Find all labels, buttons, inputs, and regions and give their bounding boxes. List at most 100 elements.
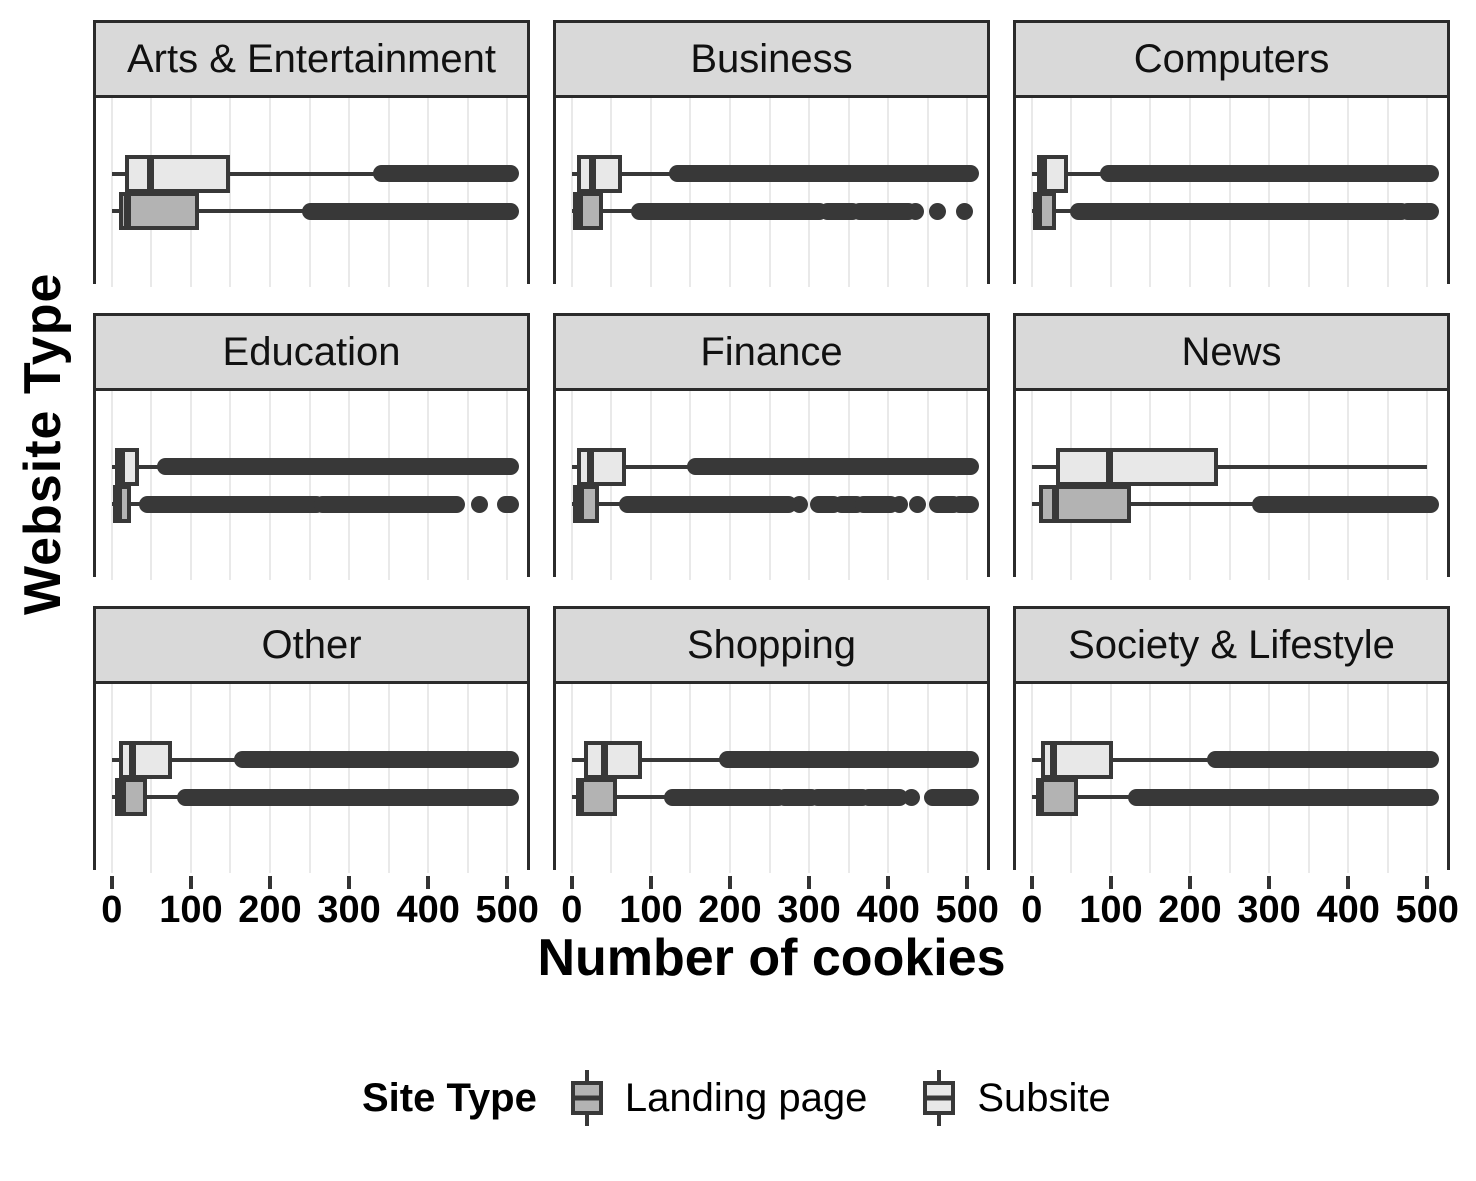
gridline bbox=[1228, 391, 1231, 580]
axis-tick bbox=[505, 876, 510, 889]
median-line bbox=[1037, 778, 1044, 817]
whisker-line bbox=[1031, 795, 1036, 800]
gridline bbox=[1347, 684, 1350, 873]
facet-other: Other bbox=[93, 606, 530, 873]
gridline bbox=[1149, 98, 1152, 287]
gridline bbox=[110, 98, 113, 287]
gridline bbox=[1030, 684, 1033, 873]
whisker-line bbox=[1113, 757, 1216, 762]
gridline bbox=[926, 98, 929, 287]
gridline bbox=[229, 684, 232, 873]
gridline bbox=[966, 98, 969, 287]
gridline bbox=[887, 684, 890, 873]
axis-tick-label: 100 bbox=[159, 889, 223, 931]
facet-panel bbox=[556, 391, 987, 580]
gridline bbox=[1268, 98, 1271, 287]
outlier-run bbox=[1099, 165, 1440, 183]
axis-tick bbox=[1267, 876, 1272, 889]
median-line bbox=[114, 485, 122, 524]
outlier-point bbox=[907, 202, 925, 220]
outlier-run bbox=[372, 165, 520, 183]
outlier-point bbox=[928, 202, 946, 220]
whisker-line bbox=[571, 209, 574, 214]
whisker-line bbox=[147, 795, 186, 800]
outlier-point bbox=[791, 495, 809, 513]
whisker-line bbox=[602, 209, 636, 214]
axis-tick bbox=[109, 876, 114, 889]
axis-tick bbox=[648, 876, 653, 889]
gridline bbox=[308, 98, 311, 287]
whisker-line bbox=[230, 171, 381, 176]
gridline bbox=[150, 391, 153, 580]
gridline bbox=[847, 684, 850, 873]
outlier-point bbox=[955, 202, 973, 220]
median-line bbox=[128, 740, 136, 779]
box-subsite bbox=[125, 154, 231, 193]
whisker-line bbox=[1218, 464, 1428, 469]
median-line bbox=[577, 778, 584, 817]
facet-panel bbox=[96, 684, 527, 873]
facet-panel bbox=[1016, 98, 1447, 287]
gridline bbox=[1188, 684, 1191, 873]
gridline bbox=[768, 391, 771, 580]
axis-tick bbox=[886, 876, 891, 889]
gridline bbox=[926, 391, 929, 580]
gridline bbox=[1149, 684, 1152, 873]
axis-tick-label: 0 bbox=[1021, 889, 1043, 931]
box-landing-page bbox=[118, 192, 199, 231]
axis-tick bbox=[807, 876, 812, 889]
median-line bbox=[1049, 740, 1057, 779]
facet-shopping: Shopping bbox=[553, 606, 990, 873]
whisker-line bbox=[616, 795, 673, 800]
gridline bbox=[229, 98, 232, 287]
facet-panel bbox=[96, 391, 527, 580]
gridline bbox=[466, 684, 469, 873]
facet-strip: Finance bbox=[556, 316, 987, 391]
whisker-line bbox=[625, 464, 696, 469]
axis-tick bbox=[267, 876, 272, 889]
axis-tick-label: 100 bbox=[1079, 889, 1143, 931]
boxplot-key-icon bbox=[570, 1070, 603, 1126]
whisker-line bbox=[111, 209, 119, 214]
facet-strip: Computers bbox=[1016, 23, 1447, 98]
gridline bbox=[427, 98, 430, 287]
whisker-line bbox=[571, 502, 574, 507]
whisker-line bbox=[1031, 171, 1037, 176]
axis-tick bbox=[188, 876, 193, 889]
outlier-run bbox=[859, 788, 908, 806]
gridline bbox=[1030, 98, 1033, 287]
facet-panel bbox=[1016, 391, 1447, 580]
gridline bbox=[506, 98, 509, 287]
gridline bbox=[887, 98, 890, 287]
axis-tick-label: 200 bbox=[238, 889, 302, 931]
gridline bbox=[1347, 391, 1350, 580]
axis-tick bbox=[569, 876, 574, 889]
gridline bbox=[110, 684, 113, 873]
gridline bbox=[1268, 684, 1271, 873]
gridline bbox=[189, 391, 192, 580]
outlier-run bbox=[1251, 495, 1440, 513]
gridline bbox=[649, 684, 652, 873]
gridline bbox=[506, 684, 509, 873]
axis-tick bbox=[1187, 876, 1192, 889]
axis-tick-label: 400 bbox=[396, 889, 460, 931]
gridline bbox=[1426, 684, 1429, 873]
outlier-run bbox=[850, 202, 917, 220]
outlier-run bbox=[234, 751, 520, 769]
whisker-line bbox=[1055, 209, 1079, 214]
gridline bbox=[649, 98, 652, 287]
gridline bbox=[308, 684, 311, 873]
outlier-run bbox=[1207, 751, 1440, 769]
whisker-line bbox=[571, 464, 578, 469]
axis-tick bbox=[1346, 876, 1351, 889]
box-subsite bbox=[1055, 447, 1219, 486]
outlier-run bbox=[923, 788, 980, 806]
gridline bbox=[1268, 391, 1271, 580]
gridline bbox=[1070, 98, 1073, 287]
gridline bbox=[1426, 391, 1429, 580]
outlier-run bbox=[138, 495, 326, 513]
gridline bbox=[808, 684, 811, 873]
facet-news: News bbox=[1013, 313, 1450, 580]
median-line bbox=[600, 740, 608, 779]
